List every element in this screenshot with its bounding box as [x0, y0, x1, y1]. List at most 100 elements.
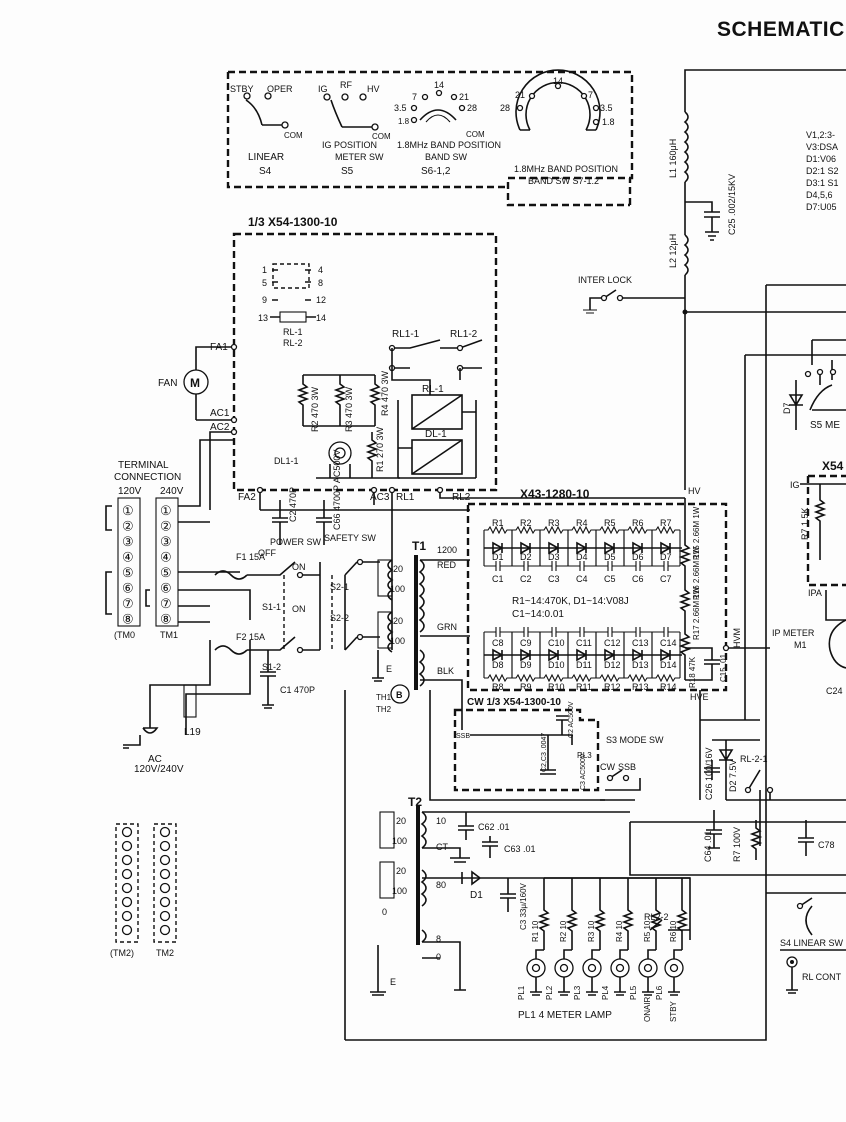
ssb2-label: SSB: [618, 762, 636, 772]
power-sw-label: POWER SW: [270, 537, 322, 547]
right-edge-circuits: D7 S5 ME X54 IG R7 1.5K IPA IP METER M1 …: [345, 284, 846, 1041]
tube-list-2: D1:V06: [806, 154, 836, 164]
r17-label: R17 2.66M 1W: [692, 586, 701, 640]
cw-ssb-section: SSB C2,C3 .0047 C2 AC500V C3 AC500V RL3 …: [344, 690, 664, 1040]
l2-label: L2 12μH: [668, 234, 678, 268]
rect-top-d-label-5: D6: [632, 552, 644, 562]
tm1-terminal-3: ③: [160, 534, 172, 549]
th2-label: TH2: [376, 705, 392, 714]
rect-bot-d-label-4: D12: [604, 660, 621, 670]
rect-bot-diode: [548, 648, 560, 662]
c3-ac-label: C3 AC500V: [580, 753, 587, 790]
s7-7-label: 7: [588, 90, 593, 100]
pilot-lamp-filament: [669, 963, 679, 973]
svg-text:B: B: [396, 690, 403, 700]
pilot-lamp-filament: [643, 963, 653, 973]
s6-14-label: 14: [434, 80, 444, 90]
rect-top-d-label-0: D1: [492, 552, 504, 562]
r4-label: R4 470 3W: [380, 370, 390, 416]
tm2b-terminal: [159, 868, 171, 880]
lamp-resistor: [649, 878, 663, 950]
rect-bot-c-label-2: C10: [548, 638, 565, 648]
l19-label: L19: [184, 727, 201, 738]
rect-bot-capacitor: [484, 627, 512, 637]
c62-label: C62 .01: [478, 822, 510, 832]
c3-label: C3 33μ/160V: [519, 882, 528, 930]
rect-top-r-label-2: R3: [548, 518, 560, 528]
tm0-label: (TM0: [114, 630, 135, 640]
relay-pin-12: 12: [316, 295, 326, 305]
rectifier-unit-title: X43-1280-10: [520, 487, 590, 501]
s5-ig-label: IG: [318, 84, 328, 94]
c2-ac-label: C2 AC500V: [568, 701, 575, 738]
t2-20-a: 20: [396, 816, 406, 826]
rect-bot-d-label-1: D9: [520, 660, 532, 670]
lamp-label-1: PL2: [545, 985, 554, 1000]
rect-top-capacitor: [568, 561, 596, 571]
rect-top-diode: [632, 541, 644, 555]
tm1-terminal-7: ⑦: [160, 596, 172, 611]
s5-hv-label: HV: [367, 84, 380, 94]
c66-label: C66 4700P AC500V: [332, 450, 342, 530]
rect-bot-c-label-0: C8: [492, 638, 504, 648]
rect-bot-capacitor: [512, 627, 540, 637]
switch-panel-border: [228, 70, 634, 207]
c15-label: C15 .01: [719, 653, 728, 682]
rl1-terminal-label: RL1: [396, 492, 415, 503]
switch-s5: IG RF HV COM IG POSITION METER SW S5: [318, 80, 391, 177]
s22-label: S2-2: [330, 613, 349, 623]
pilot-lamp-filament: [615, 963, 625, 973]
rect-bot-c-label-4: C12: [604, 638, 621, 648]
rect-bot-r-label-2: R10: [548, 682, 565, 692]
tm2a-terminal: [121, 896, 133, 908]
s6-name1: 1.8MHz BAND POSITION: [397, 140, 501, 150]
s6-35-label: 3.5: [394, 103, 407, 113]
rectifier-top-row: R1D1C1R2D2C2R3D3C3R4D4C4R5D5C5R6D6C6R7D7…: [483, 518, 682, 584]
rect-bot-d-label-6: D14: [660, 660, 677, 670]
svg-text:M: M: [190, 376, 200, 390]
lamp-resistor: [675, 878, 689, 950]
rectifier-bottom-row: R8D8C8R9D9C9R10D10C10R11D11C11R12D12C12R…: [483, 627, 682, 692]
s12-label: S1-2: [262, 662, 281, 672]
mode-sw-label: S3 MODE SW: [606, 735, 664, 745]
lamp-resistor-label-4: R5 10: [643, 920, 652, 942]
tm2b-terminal: [159, 854, 171, 866]
tm2b-terminal: [159, 896, 171, 908]
rect-bot-capacitor: [624, 627, 652, 637]
t1-label: T1: [412, 539, 426, 553]
ig-label: IG: [790, 480, 800, 490]
e-label-1: E: [386, 664, 392, 674]
rect-bot-capacitor: [540, 627, 568, 637]
s7-28-label: 28: [500, 103, 510, 113]
rect-top-diode: [492, 541, 504, 555]
tm2a-terminal: [121, 882, 133, 894]
tm1-terminal-5: ⑤: [160, 565, 172, 580]
c78-label: C78: [818, 840, 835, 850]
t2-100-b: 100: [392, 886, 407, 896]
lamp-wiring: [530, 949, 544, 996]
ac-plug: L19 AC 120V/240V: [123, 640, 251, 775]
rect-bot-r-label-3: R11: [576, 682, 592, 692]
tm2b-terminal: [159, 924, 171, 936]
rl22-contact: [649, 919, 690, 931]
t2-10-label: 10: [436, 816, 446, 826]
rect-top-resistor: [651, 525, 681, 566]
relay-resistors: R2 470 3W R3 470 3W R4 470 3W R1 270 3W: [296, 370, 390, 478]
rect-bot-d-label-0: D8: [492, 660, 504, 670]
tm2a-terminal: [121, 854, 133, 866]
rect-bot-r-label-1: R9: [520, 682, 532, 692]
c1-label: C1 470P: [280, 685, 315, 695]
rect-top-r-label-4: R5: [604, 518, 616, 528]
c24-label: C24: [826, 686, 843, 696]
tm0-terminal-3: ③: [122, 534, 134, 549]
ip-meter-label: IP METER: [772, 628, 815, 638]
r3-label: R3 470 3W: [344, 386, 354, 432]
s7-18-label: 1.8: [602, 117, 615, 127]
tm1-terminal-8: ⑧: [160, 612, 172, 627]
rect-top-r-label-0: R1: [492, 518, 504, 528]
s11-label: S1-1: [262, 602, 281, 612]
interlock-label: INTER LOCK: [578, 275, 632, 285]
rect-bot-diode: [492, 648, 504, 662]
rect-top-capacitor: [484, 561, 512, 571]
relay-pin-4: 4: [318, 265, 323, 275]
